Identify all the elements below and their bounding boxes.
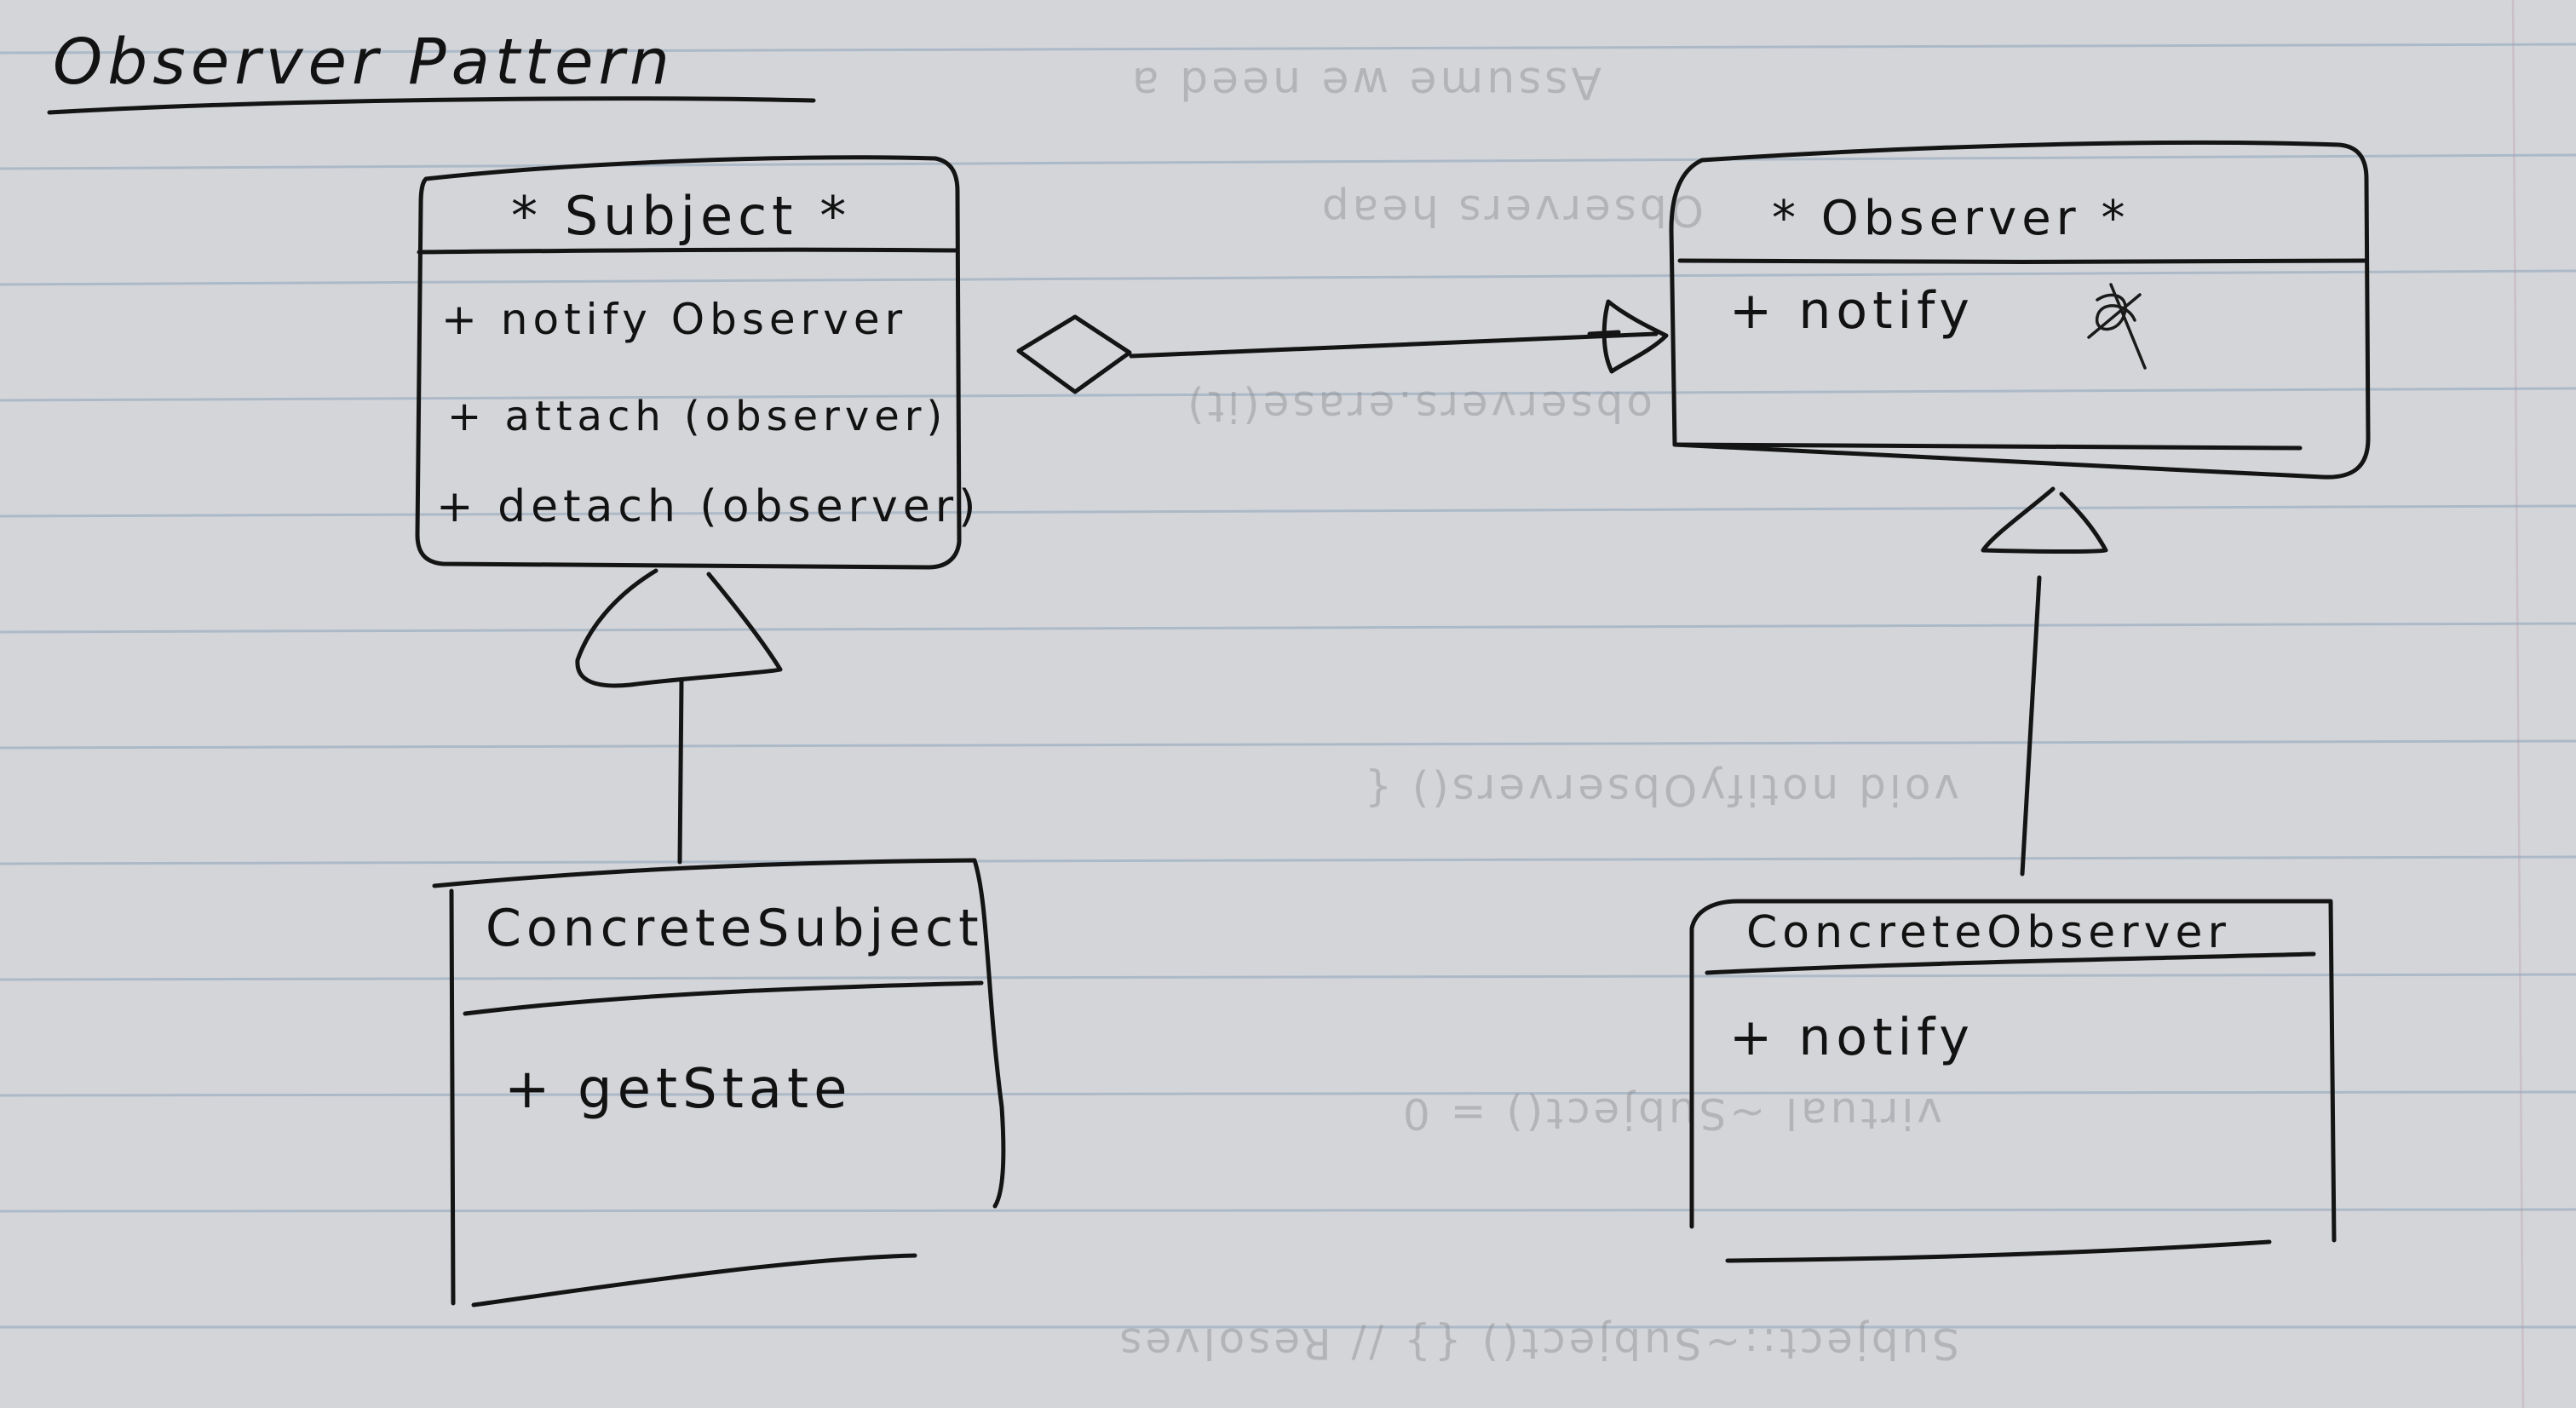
observer-inheritance-triangle (1981, 486, 2108, 554)
observer-bottom-divider (1672, 442, 2303, 451)
aggregation-line (1129, 331, 1659, 359)
svg-text:Subject::~Subject() {} // Reso: Subject::~Subject() {} // Resolves (1116, 1319, 1959, 1368)
aggregation-arrowhead (1587, 299, 1669, 374)
subject-method-detach: + detach (observer) (436, 481, 980, 532)
concrete-observer-class: ConcreteObserver + notify (1689, 898, 2337, 1263)
observer-inheritance-arrow (1981, 486, 2108, 876)
subject-inheritance-arrow (575, 568, 783, 865)
observer-class-name: * Observer * (1772, 191, 2130, 246)
subject-class: * Subject * + notify Observer + attach (… (415, 155, 980, 570)
bleed-through-writing: Assume we need a Observers heap observer… (1116, 57, 1959, 1368)
aggregation-diamond (1016, 314, 1132, 394)
subject-inheritance-triangle (575, 568, 783, 688)
concrete-subject-name: ConcreteSubject (486, 899, 984, 958)
title-underline (47, 96, 816, 115)
subject-method-attach: + attach (observer) (447, 393, 947, 440)
subject-class-name: * Subject * (511, 185, 851, 247)
concrete-subject-box (432, 858, 1006, 1209)
scribble-mark (2087, 283, 2147, 370)
svg-text:Observers heap: Observers heap (1319, 186, 1704, 235)
svg-text:Assume we need a: Assume we need a (1129, 57, 1601, 108)
svg-text:observers.erase(it): observers.erase(it) (1184, 382, 1653, 431)
observer-header-divider (1677, 258, 2369, 264)
concrete-observer-method-notify: + notify (1729, 1008, 1975, 1067)
concrete-subject-method-getstate: + getState (504, 1058, 852, 1121)
concrete-observer-bottom (1725, 1239, 2272, 1263)
subject-method-notify: + notify Observer (441, 295, 907, 344)
concrete-observer-box (1689, 898, 2337, 1243)
svg-text:virtual ~Subject() = 0: virtual ~Subject() = 0 (1400, 1089, 1942, 1138)
subject-class-box (415, 155, 962, 570)
observer-class: * Observer * + notify (1669, 140, 2371, 480)
concrete-subject-divider (463, 980, 984, 1016)
observer-method-notify: + notify (1729, 281, 1975, 341)
subject-header-divider (417, 247, 960, 255)
observer-inheritance-line (2020, 575, 2042, 876)
concrete-observer-name: ConcreteObserver (1746, 907, 2231, 958)
concrete-observer-divider (1705, 951, 2316, 975)
subject-inheritance-line (677, 679, 684, 865)
observer-class-box (1669, 140, 2371, 480)
svg-text:void notifyObservers() {: void notifyObservers() { (1361, 765, 1959, 814)
concrete-subject-class: ConcreteSubject + getState (432, 858, 1006, 1307)
concrete-subject-bottom (471, 1253, 917, 1307)
page-title: Observer Pattern (53, 26, 675, 99)
aggregation-relation (1016, 299, 1669, 394)
